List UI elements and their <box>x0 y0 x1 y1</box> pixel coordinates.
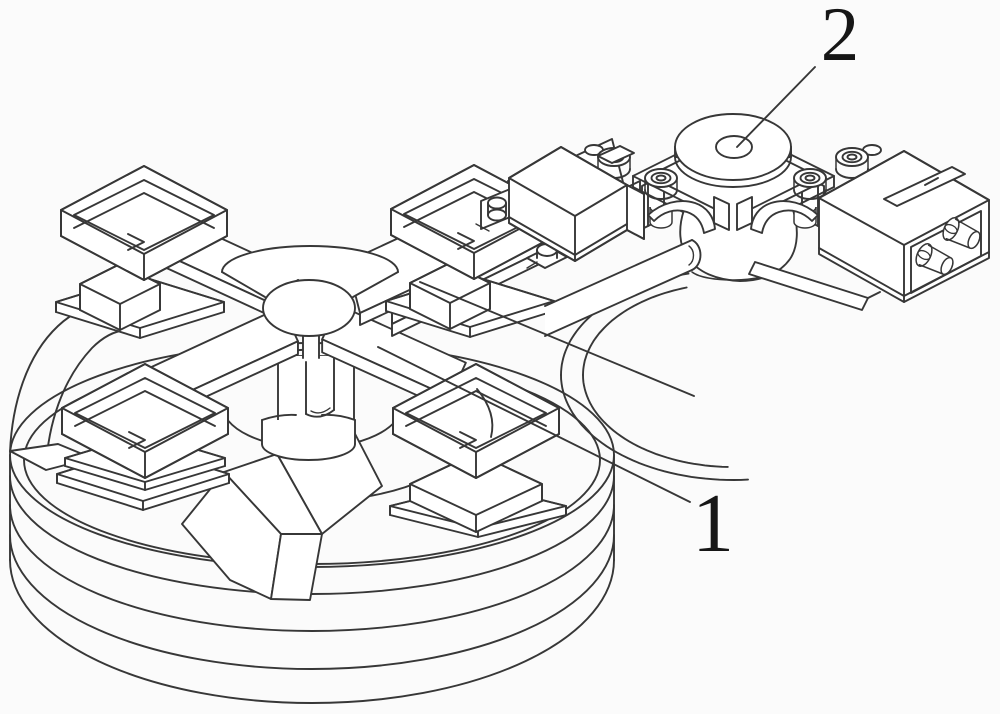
svg-text:1: 1 <box>692 477 734 570</box>
svg-text:2: 2 <box>821 0 860 77</box>
